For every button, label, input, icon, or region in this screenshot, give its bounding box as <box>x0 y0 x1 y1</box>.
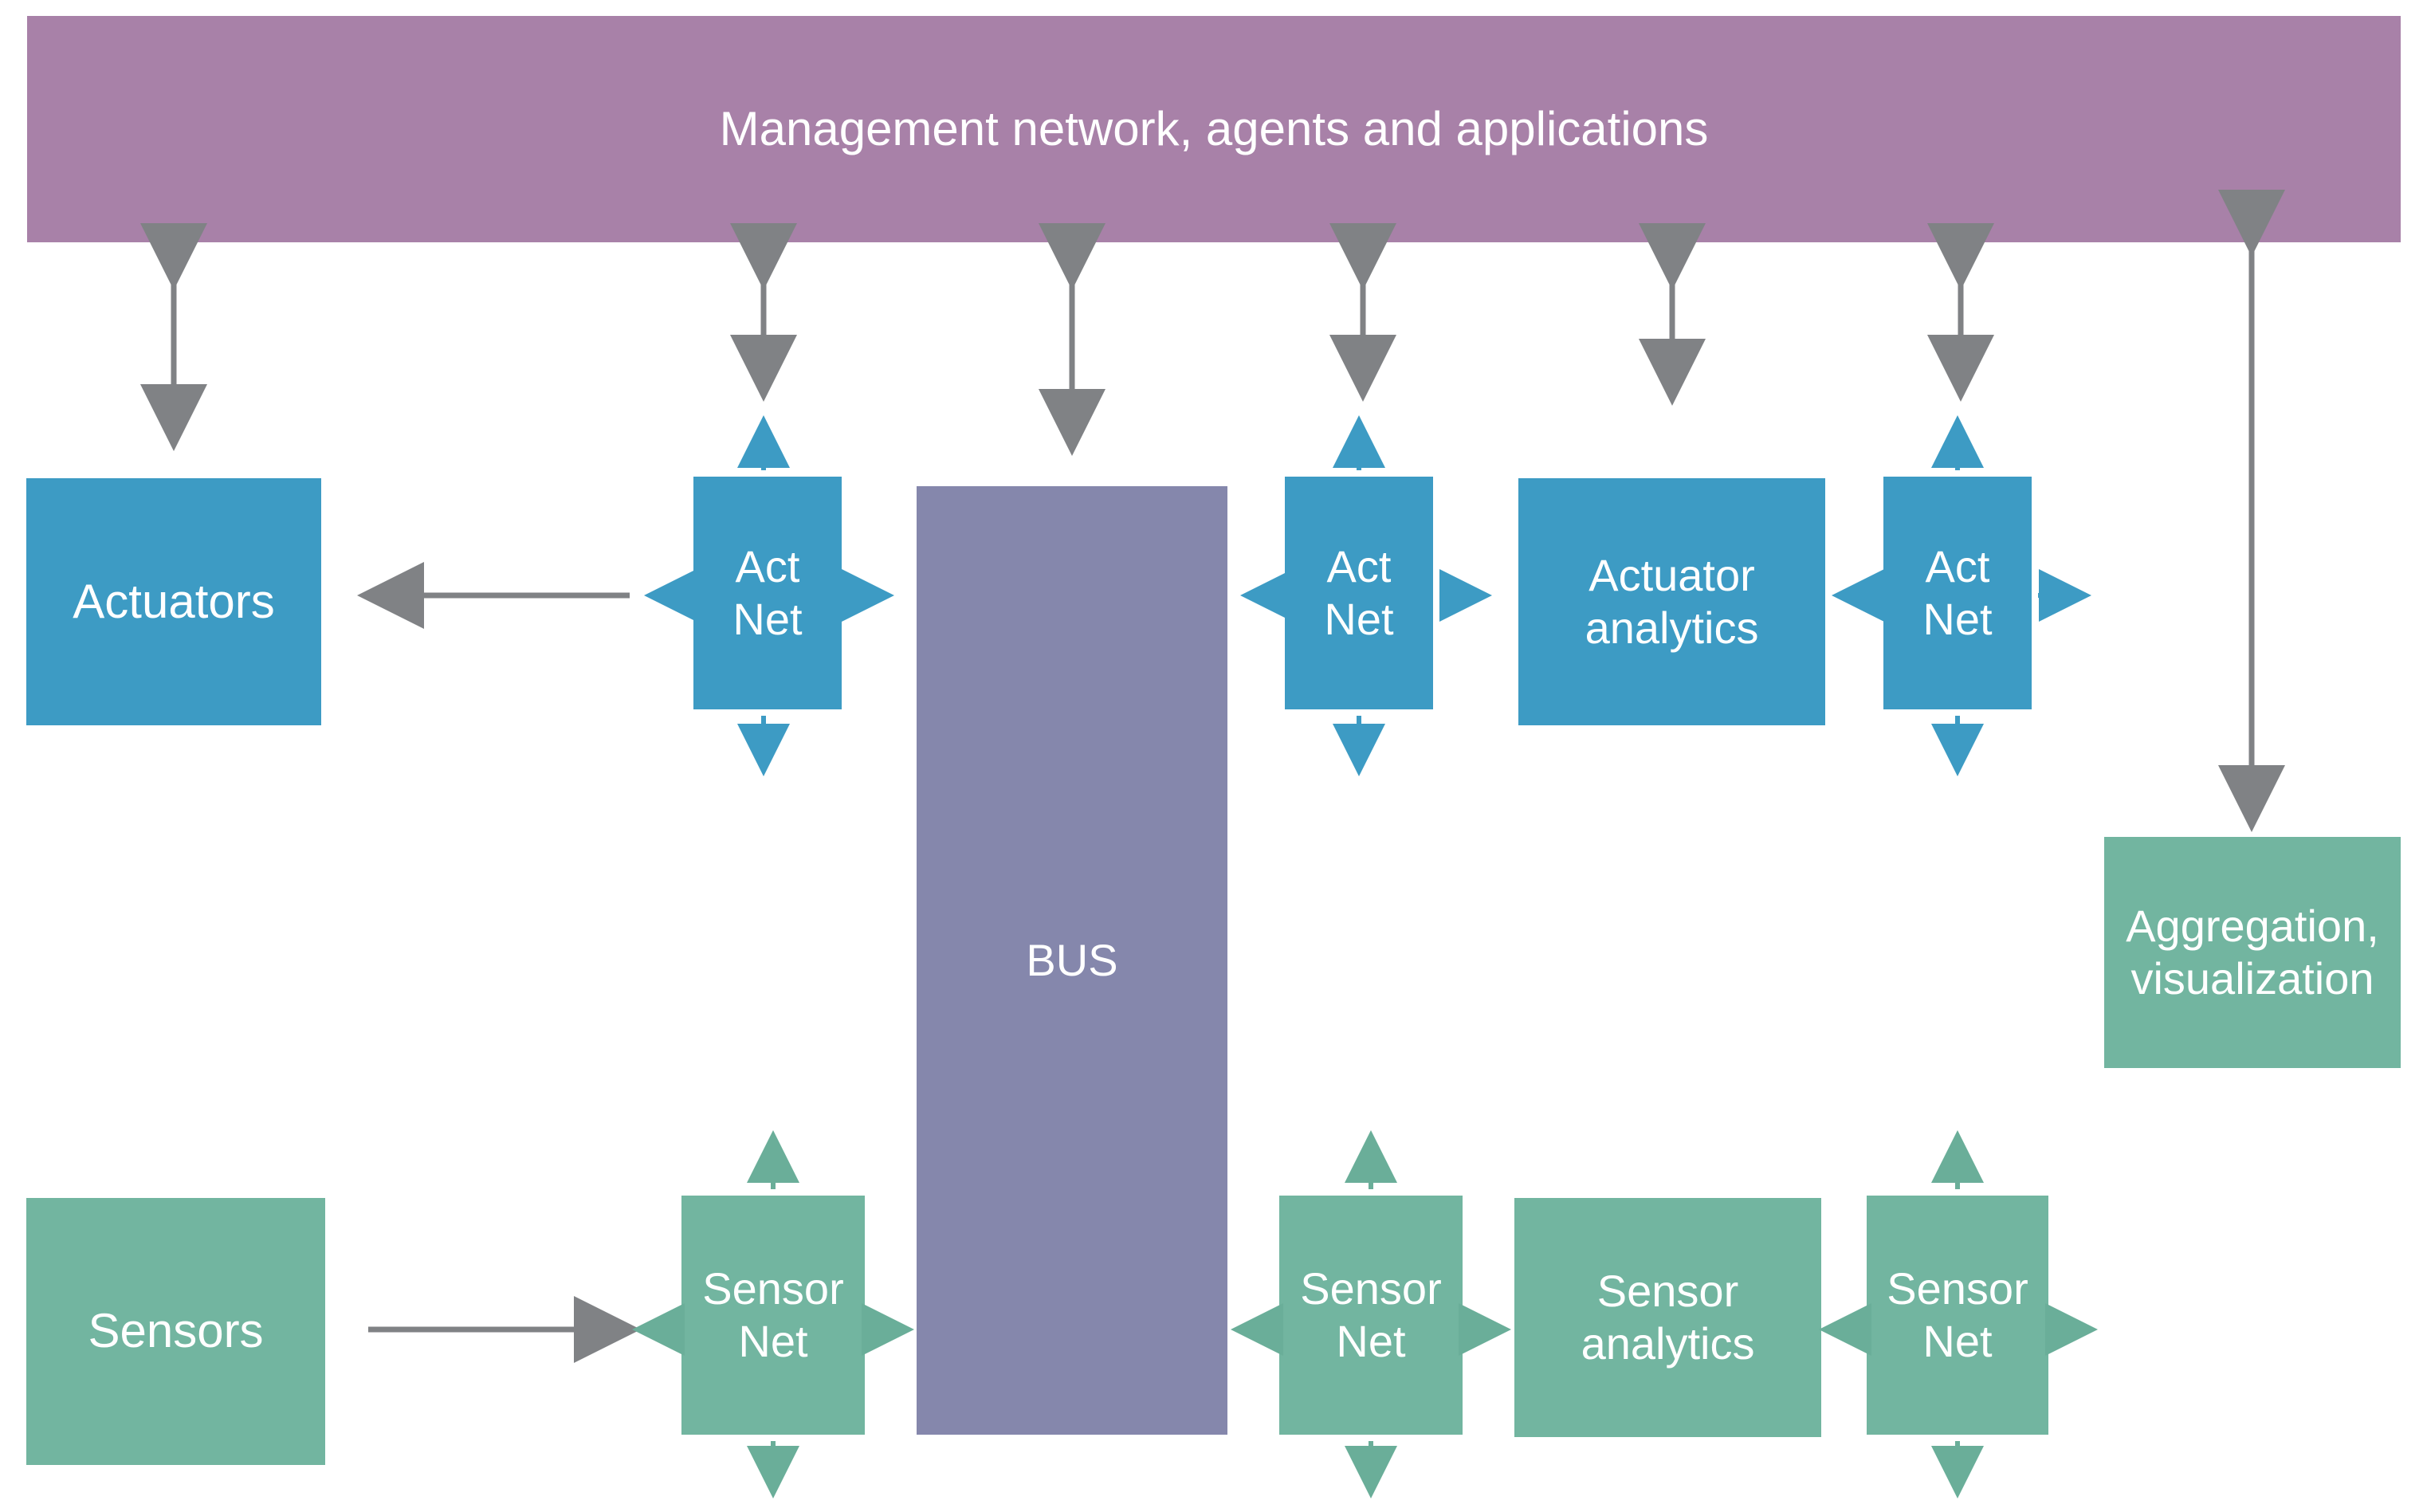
sensor-net-1-block: Sensor Net <box>681 1196 865 1435</box>
sensor-net-3-label: Sensor Net <box>1887 1263 2028 1366</box>
management-network-label: Management network, agents and applicati… <box>719 101 1709 155</box>
actuator-analytics-block: Actuator analytics <box>1518 478 1825 725</box>
sensors-label: Sensors <box>88 1304 264 1358</box>
act-net-1-label: Act Net <box>732 540 803 644</box>
actuator-analytics-label: Actuator analytics <box>1585 549 1759 653</box>
actuators-label: Actuators <box>73 574 275 628</box>
sensor-analytics-label: Sensor analytics <box>1581 1265 1755 1369</box>
aggregation-visualization-label: Aggregation, visualization <box>2126 900 2379 1003</box>
sensors-block: Sensors <box>26 1198 325 1465</box>
sensor-net-2-label: Sensor Net <box>1300 1263 1442 1366</box>
act-net-2-block: Act Net <box>1285 477 1433 709</box>
sensor-net-2-block: Sensor Net <box>1279 1196 1463 1435</box>
actuators-block: Actuators <box>26 478 321 725</box>
bus-label: BUS <box>1026 934 1118 985</box>
sensor-net-3-block: Sensor Net <box>1867 1196 2048 1435</box>
bus-block: BUS <box>917 486 1227 1435</box>
sensor-net-1-label: Sensor Net <box>702 1263 844 1366</box>
management-network-bar: Management network, agents and applicati… <box>27 16 2401 242</box>
act-net-3-block: Act Net <box>1883 477 2032 709</box>
act-net-3-label: Act Net <box>1922 540 1993 644</box>
act-net-2-label: Act Net <box>1324 540 1394 644</box>
aggregation-visualization-block: Aggregation, visualization <box>2104 837 2401 1068</box>
sensor-analytics-block: Sensor analytics <box>1514 1198 1821 1437</box>
act-net-1-block: Act Net <box>693 477 842 709</box>
